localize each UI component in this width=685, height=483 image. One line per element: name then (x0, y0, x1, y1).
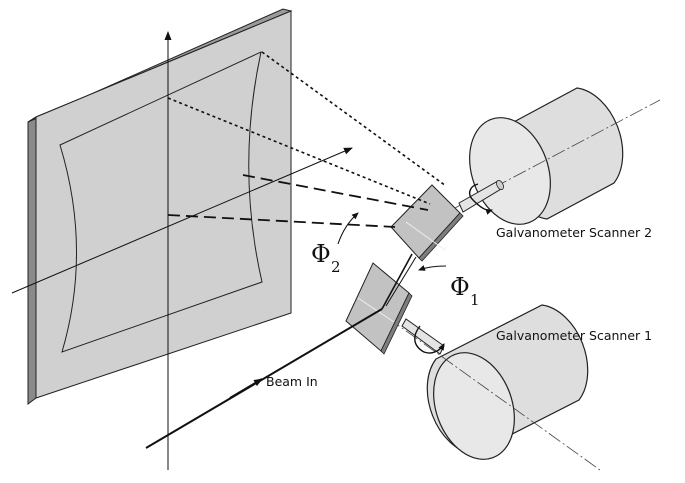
beam-between-mirrors-b (385, 256, 417, 307)
mirror-2-edge (418, 212, 464, 262)
mirror-2 (390, 184, 464, 262)
phi-2-symbol: Φ (311, 240, 331, 268)
incoming-beam (145, 308, 383, 449)
galvanometer-scanner-1-label: Galvanometer Scanner 1 (496, 328, 652, 343)
dashed-beam-center (167, 214, 396, 228)
mirror-1-edge (380, 292, 413, 355)
scanner-1-rotation-arrow (414, 325, 445, 354)
projection-screen (27, 8, 293, 405)
mirror-2-reflection (405, 221, 446, 251)
mirror-1 (345, 262, 413, 355)
phi-1-subscript: 1 (470, 291, 480, 309)
phi-2-angle-arrow (337, 212, 359, 245)
mirror-1-reflection (357, 297, 395, 323)
galvanometer-scanner-1 (387, 304, 601, 471)
pincushion-scan-field (59, 51, 263, 353)
galvanometer-scanner-2-label: Galvanometer Scanner 2 (496, 225, 652, 240)
dotted-beam-middle (167, 97, 431, 205)
scanner-1-front-cap (433, 352, 515, 460)
laser-beam-path (145, 51, 447, 449)
screen-face (35, 10, 292, 399)
scanner-2-rotation-arrow (468, 183, 493, 215)
dashed-beam-upper (242, 174, 429, 211)
scanner-1-shaft (401, 318, 445, 355)
phi-1-symbol: Φ (450, 273, 470, 301)
beam-in-label: Beam In (266, 374, 318, 389)
dotted-beam-top (261, 51, 447, 187)
screen-side-edge (27, 116, 37, 405)
phi-1-angle-arrow (418, 265, 447, 271)
galvanometer-scanner-2 (454, 87, 661, 225)
beam-in-arrow (229, 378, 263, 399)
phi-2-subscript: 2 (331, 258, 341, 276)
scanner-2-rotation-axis (454, 99, 661, 209)
horizontal-axis (11, 147, 353, 294)
screen-axes (11, 31, 353, 470)
scanner-2-shaft-end (496, 179, 504, 191)
scanner-2-front-cap (469, 117, 551, 225)
beam-between-mirrors-a (381, 253, 413, 310)
mirror-2-plate (390, 184, 461, 259)
